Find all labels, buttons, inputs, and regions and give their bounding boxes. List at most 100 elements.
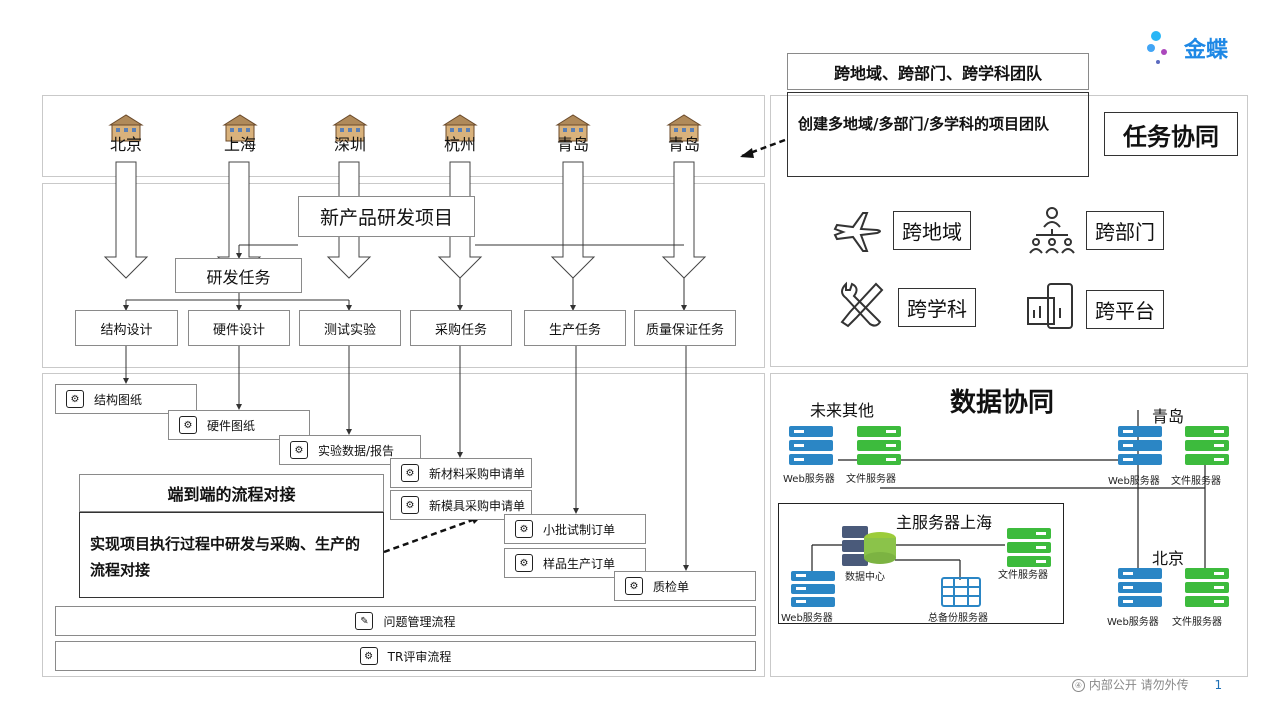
web-server-label: Web服务器	[1107, 617, 1159, 628]
city-shenzhen: 深圳	[320, 113, 380, 167]
task-collab-title-text: 任务协同	[1123, 122, 1219, 151]
task-procurement: 采购任务	[410, 310, 512, 346]
feature-cross-dept-label: 跨部门	[1095, 220, 1155, 244]
web-server-icon	[791, 571, 835, 607]
file-server-icon	[1185, 568, 1229, 607]
document-edit-icon: ✎	[355, 612, 374, 630]
e2e-title: 端到端的流程对接	[167, 485, 296, 504]
task-label: 结构设计	[100, 322, 153, 338]
task-label: 生产任务	[548, 322, 601, 338]
doc-inspection: ⚙ 质检单	[614, 571, 756, 601]
document-icon: ⚙	[401, 464, 419, 482]
task-label: 测试实验	[323, 322, 376, 338]
web-server-icon	[1118, 426, 1162, 465]
task-collab-panel	[770, 95, 1248, 367]
doc-label: 样品生产订单	[543, 556, 616, 571]
task-collab-title: 任务协同	[1104, 112, 1238, 156]
file-server-label: 文件服务器	[1172, 617, 1222, 628]
doc-test-report: ⚙ 实验数据/报告	[279, 435, 421, 465]
city-qingdao-1: 青岛	[543, 113, 603, 167]
cross-team-header: 跨地域、跨部门、跨学科团队	[787, 53, 1089, 90]
document-icon: ⚙	[515, 554, 533, 572]
brand-logo: 金蝶	[1144, 28, 1244, 68]
confidential-text: 内部公开 请勿外传	[1088, 678, 1189, 692]
task-hardware-design: 硬件设计	[188, 310, 290, 346]
document-icon: ⚙	[359, 647, 378, 665]
building-icon	[555, 114, 591, 142]
data-collab-title: 数据协同	[950, 388, 1055, 418]
future-other-label: 未来其他	[810, 401, 875, 420]
doc-label: 质检单	[653, 579, 690, 594]
flow-label: 问题管理流程	[383, 614, 456, 629]
cross-team-desc: 创建多地域/多部门/多学科的项目团队	[798, 115, 1049, 133]
feature-cross-dept: 跨部门	[1086, 211, 1164, 250]
footer: ④ 内部公开 请勿外传 1	[1072, 676, 1222, 693]
task-label: 硬件设计	[212, 322, 265, 338]
building-icon	[222, 114, 258, 142]
city-label: 深圳	[333, 135, 366, 154]
city-beijing: 北京	[96, 113, 156, 167]
e2e-desc-box: 实现项目执行过程中研发与采购、生产的流程对接	[79, 512, 384, 598]
logo-text: 金蝶	[1184, 38, 1229, 63]
doc-material-purchase: ⚙ 新材料采购申请单	[390, 458, 532, 488]
file-server-label: 文件服务器	[846, 474, 896, 485]
backup-server-icon	[941, 577, 981, 607]
beijing-label: 北京	[1152, 549, 1185, 568]
database-icon	[842, 526, 896, 566]
city-label: 青岛	[667, 135, 700, 154]
web-server-label: Web服务器	[783, 474, 835, 485]
feature-cross-platform: 跨平台	[1086, 290, 1164, 329]
web-server-icon	[789, 426, 833, 465]
feature-cross-region-label: 跨地域	[902, 220, 962, 244]
cross-team-desc-box: 创建多地域/多部门/多学科的项目团队	[787, 92, 1089, 177]
document-icon: ⚙	[66, 390, 84, 408]
file-server-label: 文件服务器	[998, 570, 1048, 581]
file-server-icon	[857, 426, 901, 465]
task-production: 生产任务	[524, 310, 626, 346]
building-icon	[442, 114, 478, 142]
doc-label: 新模具采购申请单	[429, 498, 526, 513]
doc-label: 新材料采购申请单	[429, 466, 526, 481]
task-quality-assurance: 质量保证任务	[634, 310, 736, 346]
rd-task-label: 研发任务	[206, 267, 271, 287]
airplane-icon	[833, 212, 881, 252]
feature-cross-discipline: 跨学科	[898, 288, 976, 327]
feature-cross-discipline-label: 跨学科	[907, 297, 967, 321]
feature-cross-platform-label: 跨平台	[1095, 299, 1155, 323]
task-test-experiment: 测试实验	[299, 310, 401, 346]
tools-icon	[840, 281, 884, 328]
task-label: 质量保证任务	[645, 322, 724, 338]
logo-mark-icon	[1147, 31, 1167, 64]
web-server-label: Web服务器	[781, 613, 833, 624]
city-shanghai: 上海	[210, 113, 270, 167]
city-label: 上海	[223, 135, 256, 154]
rd-task-box: 研发任务	[175, 258, 302, 293]
confidential-icon: ④	[1072, 679, 1085, 692]
main-server-group	[778, 503, 1064, 624]
qingdao-label: 青岛	[1152, 407, 1185, 426]
document-icon: ⚙	[401, 496, 419, 514]
building-icon	[332, 114, 368, 142]
backup-server-label: 总备份服务器	[928, 613, 988, 624]
building-icon	[108, 114, 144, 142]
city-label: 北京	[109, 135, 142, 154]
document-icon: ⚙	[290, 441, 308, 459]
cross-team-header-text: 跨地域、跨部门、跨学科团队	[833, 63, 1042, 83]
e2e-title-box: 端到端的流程对接	[79, 474, 384, 512]
building-icon	[666, 114, 702, 142]
document-icon: ⚙	[515, 520, 533, 538]
doc-structure-drawing: ⚙结构图纸	[55, 384, 197, 414]
document-icon: ⚙	[179, 416, 197, 434]
data-collab-panel	[770, 373, 1248, 677]
document-icon: ⚙	[625, 577, 643, 595]
flow-label: TR评审流程	[387, 649, 452, 664]
task-label: 采购任务	[434, 322, 487, 338]
doc-hardware-drawing: ⚙硬件图纸	[168, 410, 310, 440]
city-qingdao-2: 青岛	[654, 113, 714, 167]
cities-panel	[42, 95, 765, 177]
file-server-label: 文件服务器	[1171, 476, 1221, 487]
flow-issue-management: ✎ 问题管理流程	[55, 606, 756, 636]
doc-label: 实验数据/报告	[318, 443, 395, 458]
doc-pilot-order: ⚙小批试制订单	[504, 514, 646, 544]
